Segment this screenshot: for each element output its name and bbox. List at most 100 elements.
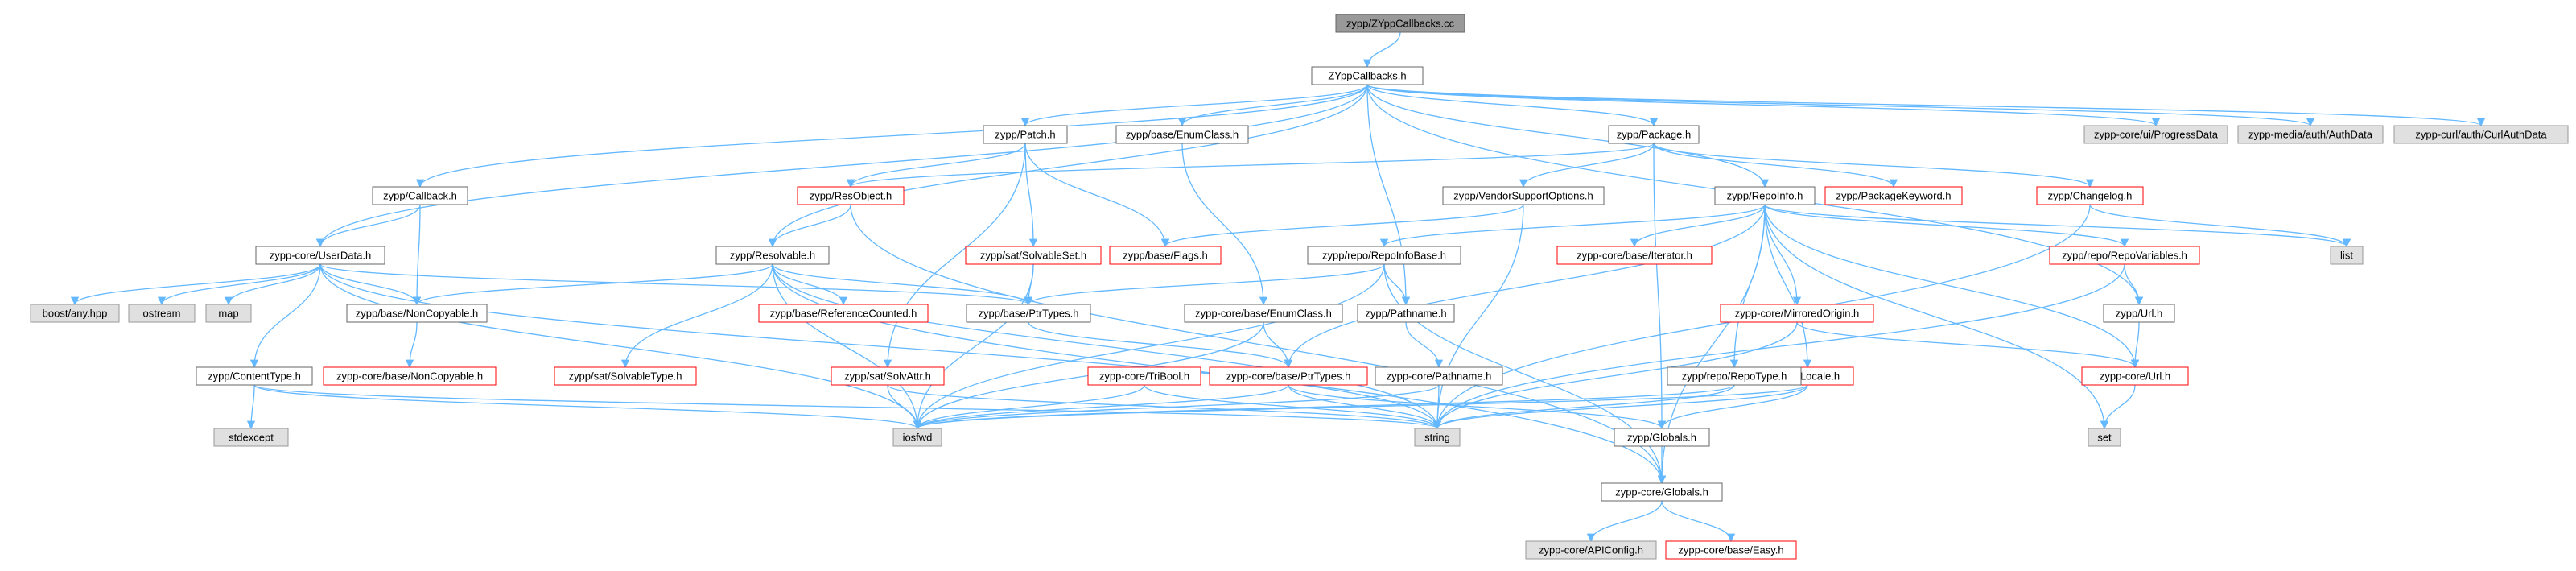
node-corepath[interactable]: zypp-core/Pathname.h bbox=[1375, 366, 1503, 386]
node-label: zypp/RepoInfo.h bbox=[1727, 190, 1803, 202]
edge-mirrored-to-string bbox=[1432, 321, 1798, 430]
node-solvabletype[interactable]: zypp/sat/SolvableType.h bbox=[554, 366, 697, 386]
edge-repoinfo-to-repoinfobase bbox=[1379, 204, 1766, 248]
node-package[interactable]: zypp/Package.h bbox=[1608, 125, 1700, 144]
node-iterator[interactable]: zypp-core/base/Iterator.h bbox=[1556, 246, 1713, 265]
node-solvattr[interactable]: zypp/sat/SolvAttr.h bbox=[831, 366, 945, 386]
node-repoinfobase[interactable]: zypp/repo/RepoInfoBase.h bbox=[1307, 246, 1461, 265]
node-box bbox=[196, 366, 313, 386]
node-pkgkeyword[interactable]: zypp/PackageKeyword.h bbox=[1824, 186, 1963, 205]
node-box bbox=[797, 186, 905, 205]
node-ptrtypes[interactable]: zypp/base/PtrTypes.h bbox=[966, 304, 1091, 323]
node-mirrored[interactable]: zypp-core/MirroredOrigin.h bbox=[1720, 304, 1874, 323]
node-noncopyable[interactable]: zypp/base/NonCopyable.h bbox=[346, 304, 488, 323]
node-corenoncopy[interactable]: zypp-core/base/NonCopyable.h bbox=[323, 366, 497, 386]
edge-contenttype-to-stdexcept bbox=[246, 384, 256, 430]
node-label: zypp/Url.h bbox=[2116, 308, 2163, 320]
node-coreglobals[interactable]: zypp-core/Globals.h bbox=[1601, 482, 1723, 502]
node-contenttype[interactable]: zypp/ContentType.h bbox=[196, 366, 313, 386]
edge-resolvable-to-ptrtypes bbox=[772, 263, 1033, 306]
node-label: zypp/base/NonCopyable.h bbox=[356, 308, 479, 320]
node-zcb_cc[interactable]: zypp/ZYppCallbacks.cc bbox=[1335, 14, 1465, 33]
node-zcb_h[interactable]: ZYppCallbacks.h bbox=[1311, 66, 1424, 85]
node-label: list bbox=[2340, 250, 2353, 262]
node-label: zypp-core/MirroredOrigin.h bbox=[1735, 308, 1860, 320]
node-label: zypp/sat/SolvAttr.h bbox=[844, 370, 931, 383]
node-box bbox=[372, 186, 468, 205]
node-solvableset[interactable]: zypp/sat/SolvableSet.h bbox=[965, 246, 1102, 265]
node-repovars[interactable]: zypp/repo/RepoVariables.h bbox=[2049, 246, 2200, 265]
edge-repoinfo-to-mirrored bbox=[1764, 204, 1802, 306]
node-authdata: zypp-media/auth/AuthData bbox=[2237, 125, 2384, 144]
edge-tribool-to-iosfwd bbox=[913, 384, 1145, 430]
node-url[interactable]: zypp/Url.h bbox=[2103, 304, 2175, 323]
edge-zcb_h-to-progress bbox=[1366, 84, 2160, 127]
node-box bbox=[892, 428, 942, 447]
node-resolvable[interactable]: zypp/Resolvable.h bbox=[715, 246, 830, 265]
node-box bbox=[1115, 125, 1249, 144]
node-userdata[interactable]: zypp-core/UserData.h bbox=[255, 246, 385, 265]
node-flags[interactable]: zypp/base/Flags.h bbox=[1109, 246, 1222, 265]
node-resobject[interactable]: zypp/ResObject.h bbox=[797, 186, 905, 205]
node-pathname[interactable]: zypp/Pathname.h bbox=[1357, 304, 1455, 323]
node-label: zypp/ZYppCallbacks.cc bbox=[1346, 18, 1455, 30]
node-refcounted[interactable]: zypp/base/ReferenceCounted.h bbox=[758, 304, 929, 323]
edge-zcb_h-to-callback bbox=[415, 84, 1368, 188]
edge-coreglobals-to-apiconfig bbox=[1586, 500, 1663, 543]
node-changelog[interactable]: zypp/Changelog.h bbox=[2036, 186, 2144, 205]
edge-package-to-changelog bbox=[1653, 143, 2095, 188]
node-box bbox=[1414, 428, 1461, 447]
edge-solvattr-to-string bbox=[887, 384, 1441, 430]
node-label: zypp-core/Pathname.h bbox=[1387, 370, 1492, 383]
node-globals[interactable]: zypp/Globals.h bbox=[1614, 428, 1710, 447]
node-coreenum[interactable]: zypp-core/base/EnumClass.h bbox=[1184, 304, 1343, 323]
node-box bbox=[1209, 366, 1368, 386]
node-box bbox=[966, 304, 1091, 323]
edge-contenttype-to-iosfwd bbox=[253, 384, 921, 430]
node-label: zypp/Pathname.h bbox=[1365, 308, 1446, 320]
node-box bbox=[2237, 125, 2384, 144]
edge-coreenum-to-coreptr bbox=[1263, 321, 1293, 369]
node-box bbox=[965, 246, 1102, 265]
edge-zcb_h-to-curlauth bbox=[1366, 84, 2485, 127]
edge-repoinfo-to-coreurl bbox=[1764, 204, 2140, 369]
node-label: set bbox=[2097, 432, 2112, 444]
node-label: zypp/base/Flags.h bbox=[1123, 250, 1208, 262]
node-repotype[interactable]: zypp/repo/RepoType.h bbox=[1667, 366, 1802, 386]
edge-package-to-pkgkeyword bbox=[1653, 143, 1898, 188]
node-box bbox=[2103, 304, 2175, 323]
edge-package-to-resobject bbox=[847, 143, 1655, 188]
node-box bbox=[255, 246, 385, 265]
node-box bbox=[1307, 246, 1461, 265]
node-label: zypp-core/base/Easy.h bbox=[1678, 544, 1783, 557]
edge-resobject-to-coreglobals bbox=[850, 204, 1667, 485]
node-label: zypp-media/auth/AuthData bbox=[2248, 129, 2373, 141]
node-easy[interactable]: zypp-core/base/Easy.h bbox=[1665, 540, 1797, 560]
edge-resolvable-to-noncopyable bbox=[412, 263, 773, 306]
node-vendor[interactable]: zypp/VendorSupportOptions.h bbox=[1442, 186, 1605, 205]
edge-zcb_h-to-repoinfo bbox=[1366, 84, 1770, 188]
edge-locale-to-iosfwd bbox=[913, 384, 1808, 430]
edge-corepath-to-iosfwd bbox=[913, 384, 1440, 430]
edge-solvableset-to-iosfwd bbox=[913, 263, 1034, 430]
node-label: zypp-core/APIConfig.h bbox=[1539, 544, 1643, 557]
node-box bbox=[1087, 366, 1201, 386]
node-patch[interactable]: zypp/Patch.h bbox=[983, 125, 1068, 144]
node-coreptr[interactable]: zypp-core/base/PtrTypes.h bbox=[1209, 366, 1368, 386]
node-box bbox=[1375, 366, 1503, 386]
node-label: zypp/sat/SolvableSet.h bbox=[980, 250, 1086, 262]
node-enumclass[interactable]: zypp/base/EnumClass.h bbox=[1115, 125, 1249, 144]
edge-patch-to-solvattr bbox=[883, 143, 1026, 369]
node-repoinfo[interactable]: zypp/RepoInfo.h bbox=[1714, 186, 1816, 205]
node-label: zypp-core/base/Iterator.h bbox=[1577, 250, 1692, 262]
node-map: map bbox=[205, 304, 252, 323]
node-box bbox=[1357, 304, 1455, 323]
edge-ptrtypes-to-coreptr bbox=[1028, 321, 1293, 369]
node-callback[interactable]: zypp/Callback.h bbox=[372, 186, 468, 205]
node-label: zypp-core/base/NonCopyable.h bbox=[336, 370, 483, 383]
node-box bbox=[1311, 66, 1424, 85]
edge-locale-to-globals bbox=[1657, 384, 1808, 430]
node-tribool[interactable]: zypp-core/TriBool.h bbox=[1087, 366, 1201, 386]
node-coreurl[interactable]: zypp-core/Url.h bbox=[2081, 366, 2189, 386]
edge-zcb_h-to-package bbox=[1366, 84, 1659, 127]
